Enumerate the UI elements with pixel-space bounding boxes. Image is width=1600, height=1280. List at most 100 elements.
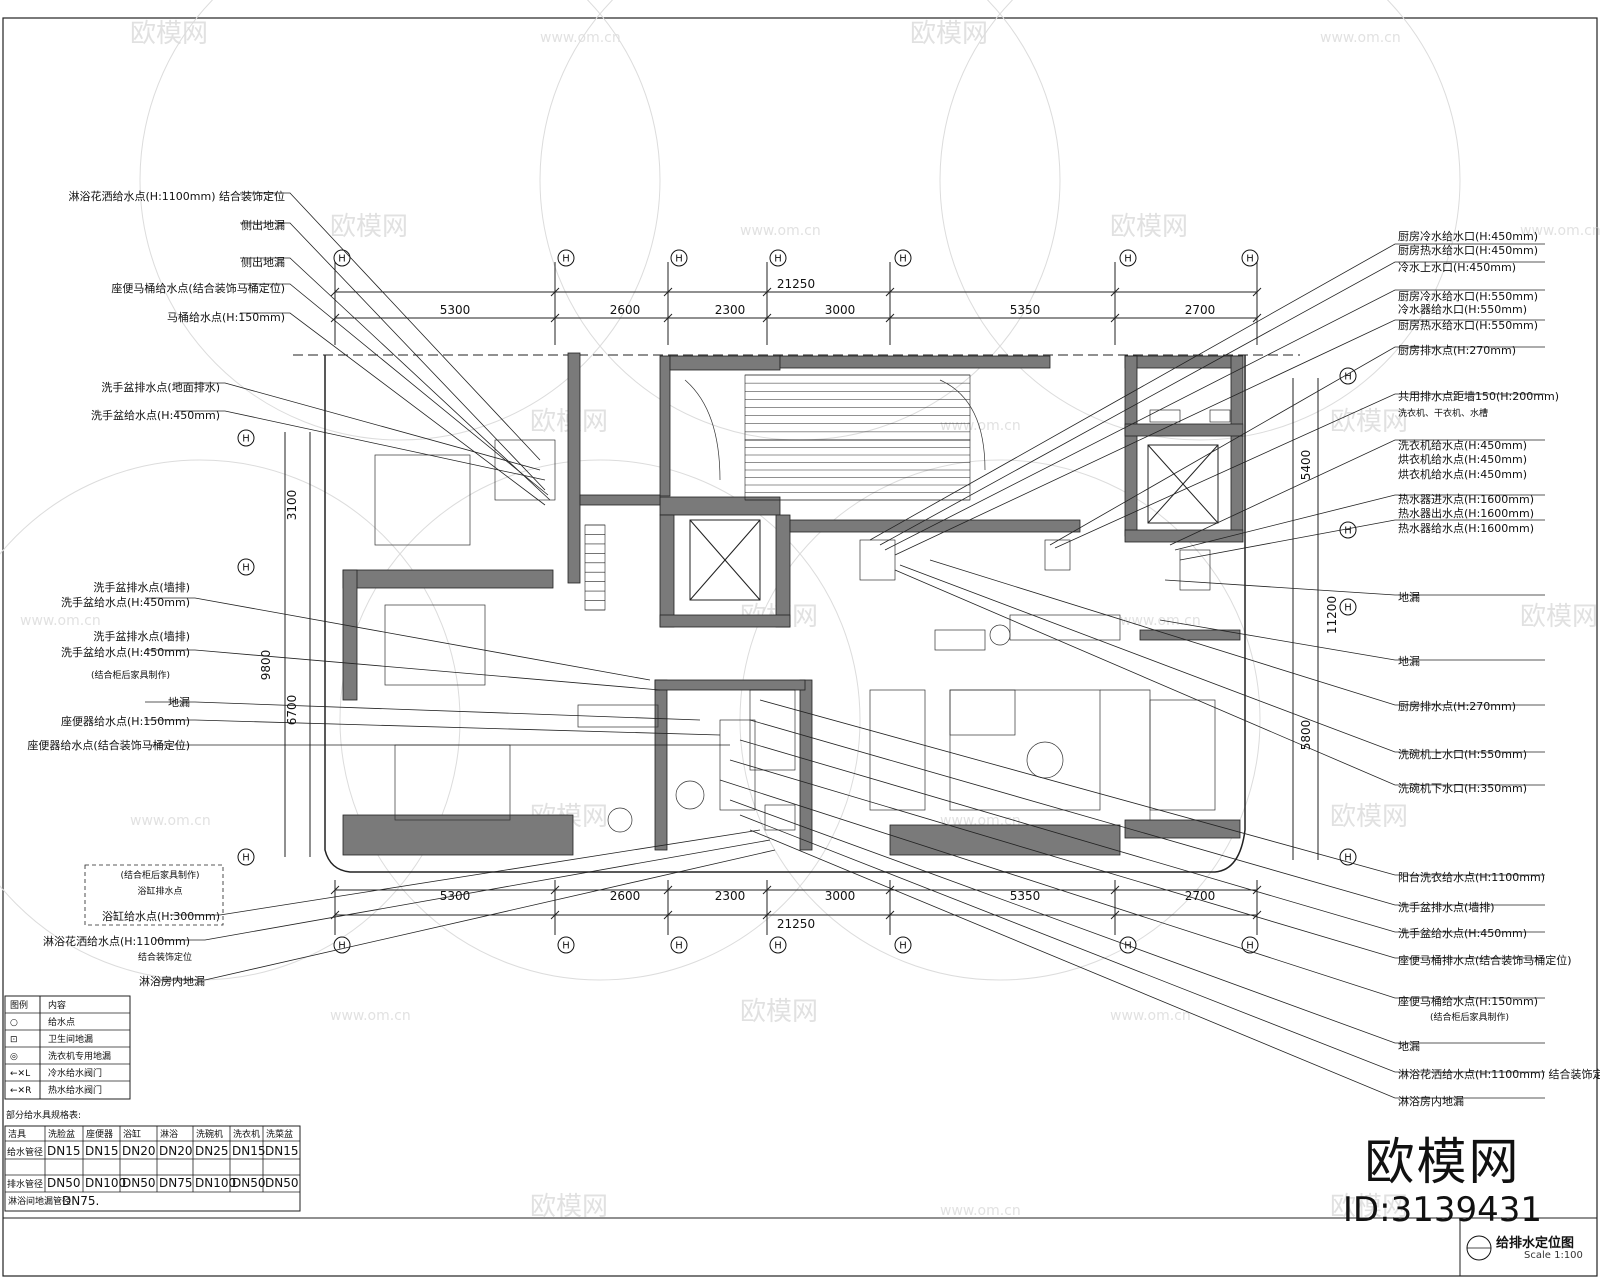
- right-label-18: 厨房排水点(H:270mm): [1398, 699, 1516, 713]
- axis-bubble: [1119, 936, 1137, 954]
- axis-bubble-label: H: [338, 941, 346, 952]
- axis-bubble-label: H: [562, 941, 570, 952]
- dim-right-1: 5400: [1299, 450, 1313, 481]
- leader-line: [145, 701, 701, 721]
- axis-bubble: [769, 249, 787, 267]
- leader-line: [1174, 494, 1545, 551]
- watermark-text: www.om.cn: [540, 30, 621, 46]
- right-label-21: 阳台洗衣给水点(H:1100mm): [1398, 870, 1545, 884]
- axis-bubble: [1339, 598, 1357, 616]
- stair-outline: [584, 524, 606, 611]
- pipe-header-cell: 洗菜盆: [266, 1128, 293, 1140]
- leader-line: [170, 829, 761, 916]
- watermark-text: www.om.cn: [1520, 223, 1600, 239]
- axis-bubble-label: H: [562, 254, 570, 265]
- leader-line: [240, 257, 551, 501]
- left-label-14: 座便器给水点(H:150mm): [61, 714, 190, 728]
- watermark-text: 欧模网: [740, 997, 818, 1027]
- axis-bubble: [237, 429, 255, 447]
- left-label-4: 座便马桶给水点(结合装饰马桶定位): [111, 281, 285, 295]
- watermark-text: 欧模网: [1110, 212, 1188, 242]
- dim-top-2: 2600: [610, 303, 641, 317]
- axis-bubble-label: H: [899, 254, 907, 265]
- right-label-23: 洗手盆给水点(H:450mm): [1398, 926, 1527, 940]
- leader-line: [894, 569, 1545, 786]
- dim-left-2: 9800: [259, 650, 273, 681]
- pipe-header-cell: 洗碗机: [196, 1128, 223, 1140]
- axis-bubble-label: H: [1344, 603, 1352, 614]
- watermark-text: 欧模网: [1520, 602, 1598, 632]
- leader-line: [899, 564, 1545, 753]
- axis-bubble: [670, 249, 688, 267]
- left-label-13: 地漏: [168, 696, 190, 709]
- leader-line: [719, 779, 1545, 999]
- leader-line: [739, 739, 1545, 933]
- stair-outline: [744, 439, 971, 501]
- right-label-13: 热水器进水点(H:1600mm): [1398, 493, 1534, 506]
- leader-line: [739, 814, 1545, 1073]
- legend-text-5: 热水给水阀门: [48, 1084, 102, 1096]
- watermark-text: 欧模网: [1330, 407, 1408, 437]
- right-label-3: 冷水上水口(H:450mm): [1398, 261, 1516, 274]
- axis-bubble-label: H: [1344, 372, 1352, 383]
- leader-line: [879, 261, 1545, 546]
- dim-bottom-3: 2300: [715, 889, 746, 903]
- dim-top-total: 21250: [777, 277, 815, 291]
- axis-bubble-label: H: [1246, 254, 1254, 265]
- axis-bubble: [769, 936, 787, 954]
- left-label-19: 淋浴花洒给水点(H:1100mm): [43, 935, 190, 948]
- dim-top-6: 2700: [1185, 303, 1216, 317]
- left-callouts: 淋浴花洒给水点(H:1100mm) 结合装饰定位 侧出地漏 侧出地漏 座便马桶给…: [27, 189, 285, 988]
- left-label-10: 洗手盆排水点(墙排): [93, 629, 190, 643]
- leader-line: [145, 597, 651, 681]
- right-label-24: 座便马桶排水点(结合装饰马桶定位): [1398, 953, 1572, 967]
- pipe-cell: DN20: [122, 1144, 156, 1158]
- axis-bubble-label: H: [899, 941, 907, 952]
- dim-bottom-total: 21250: [777, 917, 815, 931]
- watermark-arc: [139, 0, 661, 441]
- axis-bubble-label: H: [675, 254, 683, 265]
- right-label-15: 热水器给水点(H:1600mm): [1398, 522, 1534, 535]
- leader-line: [240, 222, 546, 491]
- axis-bubble-label: H: [675, 941, 683, 952]
- axis-bubble: [557, 249, 575, 267]
- watermark-text: 欧模网: [1330, 802, 1408, 832]
- leader-line: [175, 410, 546, 481]
- axis-bubble-label: H: [774, 254, 782, 265]
- legend-text-2: 卫生间地漏: [48, 1033, 93, 1045]
- floor-plan: [293, 352, 1300, 873]
- legend-header-content: 内容: [48, 999, 66, 1011]
- leader-line: [1169, 439, 1545, 546]
- axis-bubble-label: H: [242, 853, 250, 864]
- pipe-cell: DN50: [47, 1176, 81, 1190]
- right-label-19: 洗碗机上水口(H:550mm): [1398, 747, 1527, 761]
- pipe-cell: DN100: [195, 1176, 236, 1190]
- right-callouts: 厨房冷水给水口(H:450mm) 厨房热水给水口(H:450mm) 冷水上水口(…: [1398, 230, 1600, 1108]
- leader-line: [1054, 393, 1545, 549]
- right-label-6: 厨房热水给水口(H:550mm): [1398, 319, 1538, 332]
- right-label-11: 烘衣机给水点(H:450mm): [1398, 452, 1527, 466]
- right-label-16: 地漏: [1398, 591, 1420, 604]
- axis-bubble-label: H: [1344, 526, 1352, 537]
- left-label-20: 结合装饰定位: [138, 951, 192, 963]
- watermark-text: www.om.cn: [20, 613, 101, 629]
- pipe-header-cell: 洁具: [8, 1128, 26, 1140]
- pipe-cell: DN15: [47, 1144, 81, 1158]
- axis-bubble: [670, 936, 688, 954]
- leader-line: [155, 839, 771, 941]
- right-label-8: 共用排水点距墙150(H:200mm): [1398, 389, 1559, 403]
- watermark-arc: [539, 0, 1061, 441]
- axis-bubble: [333, 249, 351, 267]
- legend-header-symbol: 图例: [10, 999, 28, 1011]
- watermark-text: www.om.cn: [940, 418, 1021, 434]
- right-label-1: 厨房冷水给水口(H:450mm): [1398, 230, 1538, 243]
- axis-bubble-label: H: [1124, 254, 1132, 265]
- brand-watermark: 欧模网 ID:3139431: [1343, 1122, 1542, 1230]
- watermark-text: 欧模网: [330, 212, 408, 242]
- right-label-20: 洗碗机下水口(H:350mm): [1398, 781, 1527, 795]
- watermark-layer: 欧模网 www.om.cn 欧模网 www.om.cn 欧模网 www.om.cn 欧模网 w…: [0, 0, 1600, 1222]
- dim-bottom-2: 2600: [610, 889, 641, 903]
